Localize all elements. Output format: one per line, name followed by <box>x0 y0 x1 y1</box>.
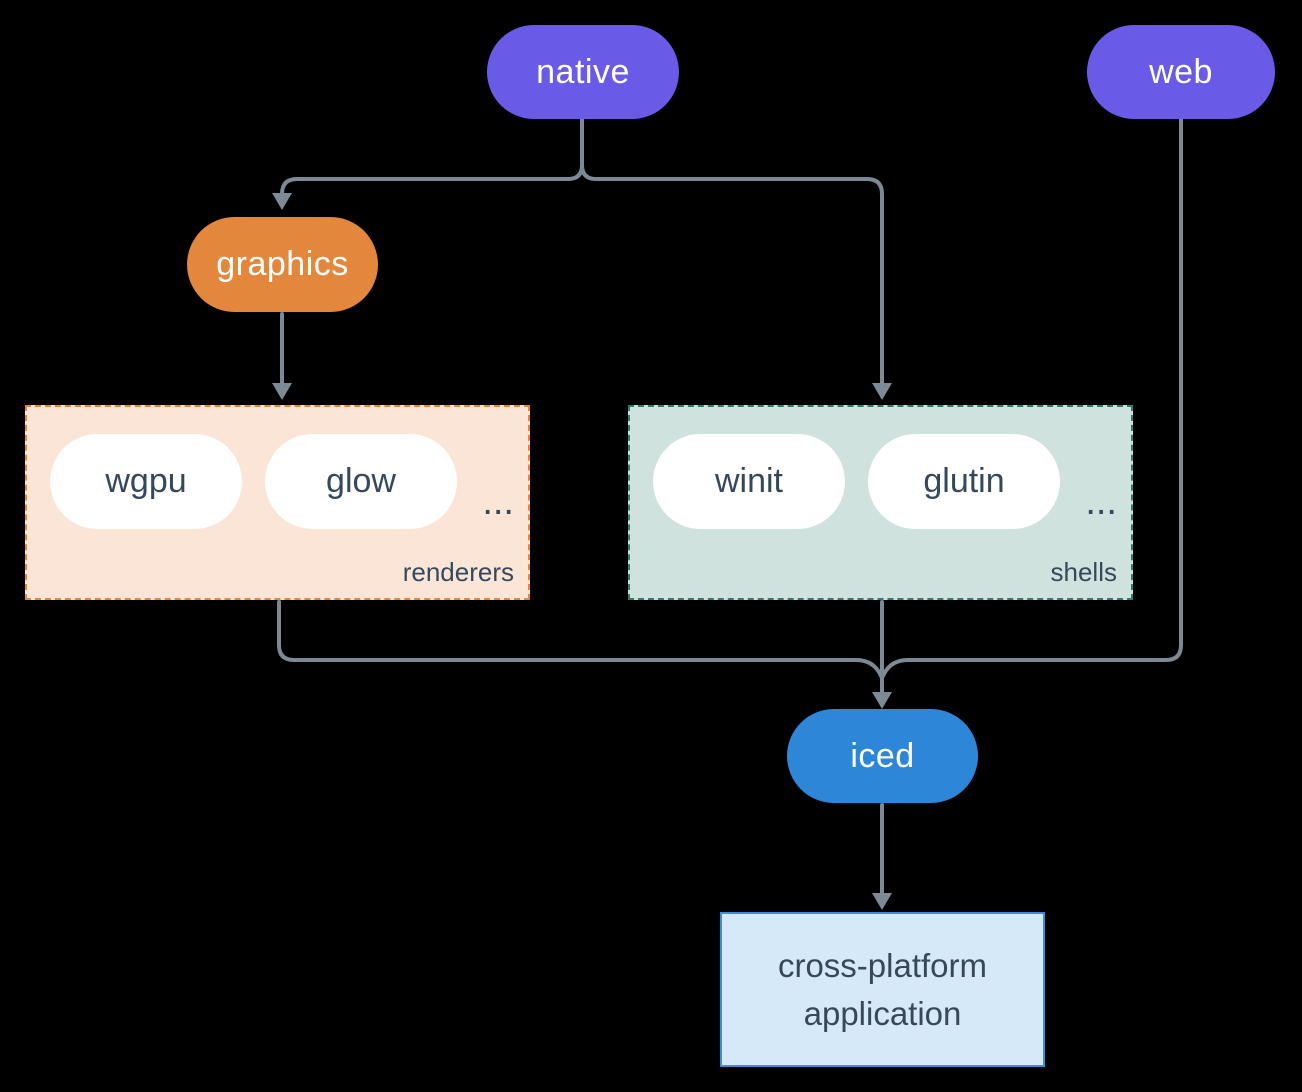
node-glutin: glutin <box>868 434 1060 529</box>
node-graphics: graphics <box>187 217 378 312</box>
arrowhead-into-shells <box>872 383 892 400</box>
node-glutin-label: glutin <box>923 462 1005 500</box>
edge-shells-to-iced <box>872 600 892 709</box>
node-graphics-label: graphics <box>216 245 349 283</box>
group-shells: winit glutin ... shells <box>628 405 1133 600</box>
node-iced-label: iced <box>850 736 915 775</box>
arrowhead-into-renderers <box>272 383 292 400</box>
edge-graphics-to-renderers <box>272 312 292 400</box>
node-winit-label: winit <box>714 462 784 500</box>
group-renderers-label: renderers <box>402 557 514 587</box>
arrowhead-into-application <box>872 893 892 910</box>
node-wgpu: wgpu <box>50 434 242 529</box>
edge-native-to-graphics <box>272 117 584 210</box>
node-native-label: native <box>536 52 630 91</box>
node-native: native <box>487 25 679 119</box>
renderers-ellipsis: ... <box>482 481 514 523</box>
node-web-label: web <box>1149 52 1213 91</box>
arrowhead-into-graphics <box>272 193 292 210</box>
node-winit: winit <box>653 434 845 529</box>
node-wgpu-label: wgpu <box>105 462 187 500</box>
edge-native-to-shells <box>580 163 892 400</box>
node-web: web <box>1087 25 1275 119</box>
node-glow-label: glow <box>326 462 396 500</box>
node-glow: glow <box>265 434 457 529</box>
node-cross-platform-application: cross-platform application <box>720 912 1045 1067</box>
edge-iced-to-application <box>872 803 892 910</box>
group-shells-label: shells <box>1050 557 1117 587</box>
group-renderers: wgpu glow ... renderers <box>25 405 530 600</box>
node-iced: iced <box>787 709 978 803</box>
arrowhead-into-iced <box>872 692 892 709</box>
edge-renderers-to-iced <box>277 600 883 678</box>
shells-ellipsis: ... <box>1085 481 1117 523</box>
node-application-label: cross-platform application <box>777 946 988 1032</box>
